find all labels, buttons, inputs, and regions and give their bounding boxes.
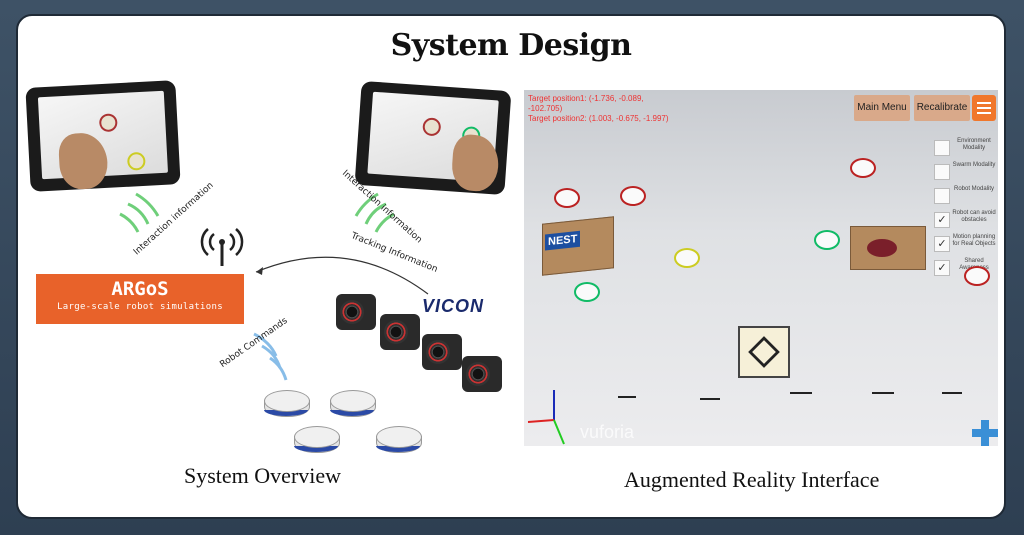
floor-tape <box>790 392 812 394</box>
option-label: Environment Modality <box>957 138 991 151</box>
readout-line-3: Target position2: (1.003, -0.675, -1.997… <box>528 114 669 123</box>
checkbox[interactable] <box>934 164 950 180</box>
option-swarm-modality[interactable]: Swarm Modality <box>934 162 998 182</box>
option-environment-modality[interactable]: Environment Modality <box>934 138 998 158</box>
checkbox[interactable] <box>934 188 950 204</box>
option-avoid-obstacles[interactable]: ✓ Robot can avoid obstacles <box>934 210 998 230</box>
left-caption: System Overview <box>184 463 342 488</box>
floor-tape <box>618 396 636 398</box>
floor-tape <box>700 398 720 400</box>
antenna-icon <box>200 228 244 266</box>
option-motion-planning[interactable]: ✓ Motion planning for Real Objects <box>934 234 998 254</box>
argos-subtitle: Large-scale robot simulations <box>57 302 223 312</box>
readout-line-2: -102.705) <box>528 104 563 113</box>
readout-line-1: Target position1: (-1.736, -0.089, <box>528 94 644 103</box>
checkbox-checked[interactable]: ✓ <box>934 260 950 276</box>
right-caption: Augmented Reality Interface <box>624 467 880 492</box>
floor-tape <box>942 392 962 394</box>
hamburger-menu-icon[interactable] <box>972 95 996 121</box>
crate-left: NEST <box>542 216 614 276</box>
add-icon[interactable] <box>972 420 998 446</box>
checkbox[interactable] <box>934 140 950 156</box>
page-title: System Design <box>390 28 632 63</box>
crate-logo <box>867 239 897 257</box>
argos-name: ARGoS <box>111 278 169 300</box>
option-label: Robot can avoid obstacles <box>952 210 996 223</box>
ar-interface: Target position1: (-1.736, -0.089, -102.… <box>524 90 998 446</box>
floor-tape <box>872 392 894 394</box>
crate-label: NEST <box>545 230 581 251</box>
checkbox-checked[interactable]: ✓ <box>934 212 950 228</box>
ar-robot <box>620 186 646 206</box>
camera-icon <box>462 356 502 392</box>
option-robot-modality[interactable]: Robot Modality <box>934 186 998 206</box>
argos-box: ARGoS Large-scale robot simulations <box>36 274 244 324</box>
option-label: Robot Modality <box>953 186 995 192</box>
camera-icon <box>380 314 420 350</box>
option-label: Motion planning for Real Objects <box>952 234 996 247</box>
ar-robot <box>554 188 580 208</box>
robot-icon <box>376 426 422 456</box>
recalibrate-button[interactable]: Recalibrate <box>914 95 970 121</box>
main-menu-button[interactable]: Main Menu <box>854 95 910 121</box>
axis-gizmo-icon <box>527 390 565 445</box>
signal-arcs <box>119 192 429 381</box>
ar-robot <box>964 266 990 286</box>
target-readout: Target position1: (-1.736, -0.089, -102.… <box>528 94 669 124</box>
ar-robot <box>674 248 700 268</box>
ar-robot <box>814 230 840 250</box>
marker-tag <box>738 326 790 378</box>
vuforia-watermark: vuforia <box>580 422 635 442</box>
camera-icon <box>336 294 376 330</box>
vicon-logo: VICON <box>422 296 485 316</box>
slide-card: System Design <box>16 14 1006 519</box>
ar-robot <box>850 158 876 178</box>
option-label: Swarm Modality <box>952 162 996 168</box>
robot-icon <box>294 426 340 456</box>
system-overview-figure: Interaction information Interaction info… <box>18 80 512 464</box>
crate-right <box>850 226 926 270</box>
robot-icon <box>264 390 310 420</box>
checkbox-checked[interactable]: ✓ <box>934 236 950 252</box>
camera-icon <box>422 334 462 370</box>
robot-icon <box>330 390 376 420</box>
ar-robot <box>574 282 600 302</box>
